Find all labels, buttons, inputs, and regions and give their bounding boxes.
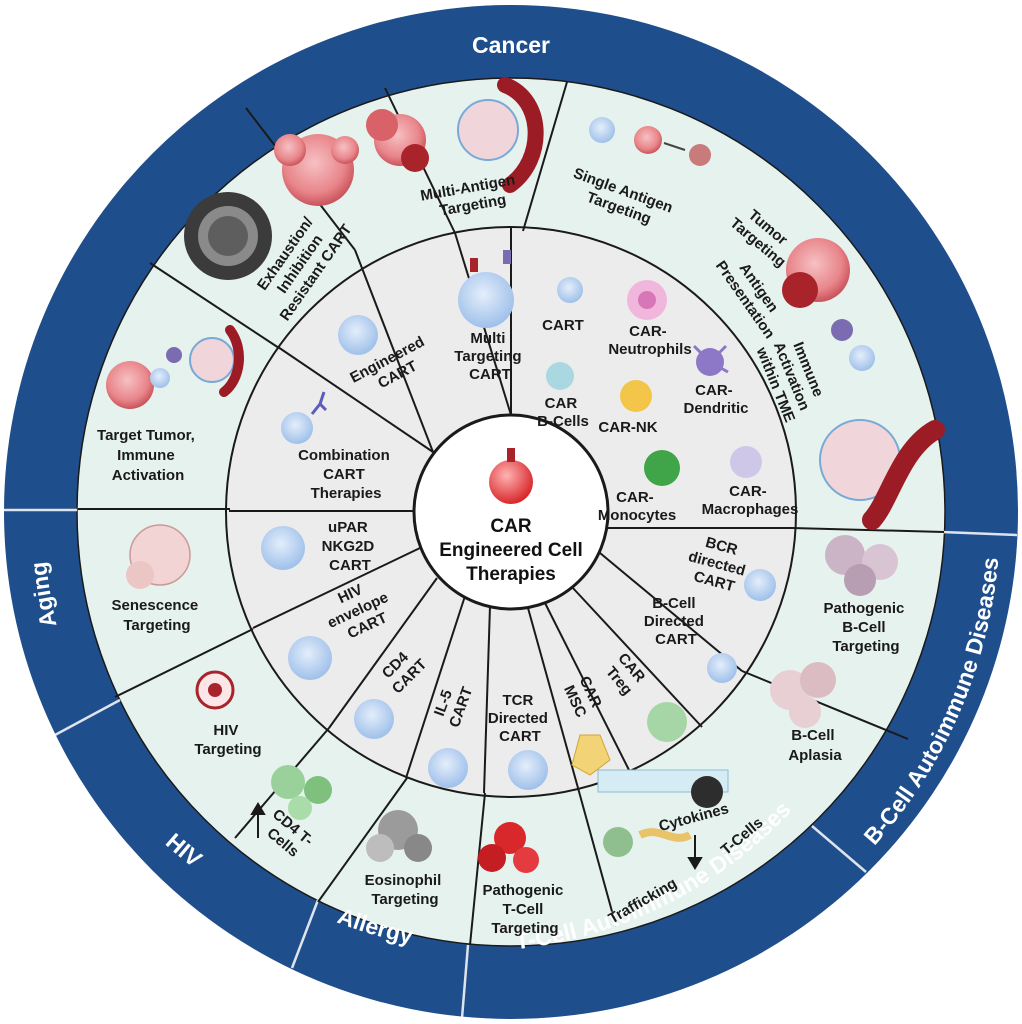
target-tumor-icon: [106, 325, 244, 409]
label-b-cell-aplasia: B-Cell Aplasia: [788, 727, 842, 764]
label-car-dendritic: CAR- Dendritic: [683, 382, 748, 417]
pathogenic-bcell-icon: [825, 535, 898, 596]
car-macrophage-icon: [730, 446, 762, 478]
cd4-tcells-icon: [271, 765, 332, 820]
label-cart: CART: [542, 317, 584, 334]
label-pathogenic-tcell: Pathogenic T-Cell Targeting: [482, 882, 567, 937]
car-monocyte-icon: [644, 450, 680, 486]
senescent-cell-icon: [126, 524, 191, 589]
label-car-nk: CAR-NK: [598, 419, 657, 436]
pathogenic-tcell-icon: [478, 822, 539, 873]
label-il5-cart: IL-5 CART: [429, 679, 476, 730]
trafficking-icon: [597, 769, 729, 857]
il5-cart-cell-icon: [428, 748, 468, 788]
label-car-neutrophils: CAR- Neutrophils: [608, 323, 691, 358]
car-neutrophil-icon: [627, 280, 667, 320]
eosinophil-icon: [366, 810, 432, 862]
label-target-tumor: Target Tumor, Immune Activation: [97, 427, 199, 484]
label-combination: Combination CART Therapies: [298, 447, 394, 502]
label-upar: uPAR NKG2D CART: [322, 519, 379, 574]
tumor-icon: [366, 109, 429, 172]
inner-labels: Engineered CART Multi Targeting CART CAR…: [298, 317, 798, 745]
tme-vasculature-icon: [819, 419, 945, 530]
arrows: [250, 802, 703, 870]
hiv-envelope-cart-cell-icon: [288, 636, 332, 680]
sector-title-cancer: Cancer: [472, 32, 550, 58]
label-senescence: Senescence Targeting: [112, 597, 203, 634]
sector-dividers: [4, 508, 1018, 1019]
cd4-cart-cell-icon: [354, 699, 394, 739]
exhausted-tcell-icon: [184, 192, 272, 280]
hiv-virus-icon: [195, 670, 235, 710]
car-msc-cell-icon: [571, 734, 611, 776]
cart-cell-icon: [557, 277, 583, 303]
b-cell-aplasia-icon: [770, 662, 836, 728]
engineered-cart-cell-icon: [338, 315, 378, 355]
multi-targeting-cart-cell-icon: [458, 250, 514, 328]
car-nk-icon: [620, 380, 652, 412]
label-car-macrophages: CAR- Macrophages: [702, 483, 799, 518]
label-multi-targeting: Multi Targeting CART: [454, 330, 525, 383]
label-multi-antigen: Multi-Antigen Targeting: [419, 171, 524, 223]
car-dendritic-icon: [692, 344, 729, 376]
car-treg-cell-icon: [647, 702, 687, 742]
center-title-line-3: Therapies: [466, 564, 556, 585]
label-b-cell-directed: B-Cell Directed CART: [644, 595, 708, 648]
label-pathogenic-bcell: Pathogenic B-Cell Targeting: [823, 600, 908, 655]
combination-cart-cell-icon: [281, 391, 328, 444]
tcr-directed-cart-cell-icon: [508, 750, 548, 790]
b-cell-directed-cart-cell-icon: [707, 653, 737, 683]
tumor-vasculature-icon: [457, 77, 544, 193]
car-bcell-icon: [546, 362, 574, 390]
bcr-directed-cart-cell-icon: [744, 569, 776, 601]
label-hiv-targeting: HIV Targeting: [194, 722, 261, 758]
center-title-line-2: Engineered Cell: [439, 540, 583, 561]
center-title: CAR Engineered Cell Therapies: [439, 516, 583, 585]
tcell-tumor-interaction-icon: [589, 117, 711, 166]
label-car-monocytes: CAR- Monocytes: [598, 489, 676, 524]
illustrations: [106, 77, 945, 873]
label-tcr-directed: TCR Directed CART: [488, 692, 552, 745]
dendritic-cell-icon: [831, 319, 875, 371]
label-eosinophil: Eosinophil Targeting: [365, 872, 446, 908]
label-immune-activation-tme: Immune Activation within TME: [752, 331, 831, 425]
tumor-cell-cluster-icon: [274, 134, 359, 206]
center-title-line-1: CAR: [490, 516, 531, 537]
upar-cart-cell-icon: [261, 526, 305, 570]
center-car-cell-icon: [489, 448, 533, 504]
tumor-targeting-icon: [782, 238, 850, 308]
label-car-b-cells: CAR B-Cells: [537, 395, 589, 430]
